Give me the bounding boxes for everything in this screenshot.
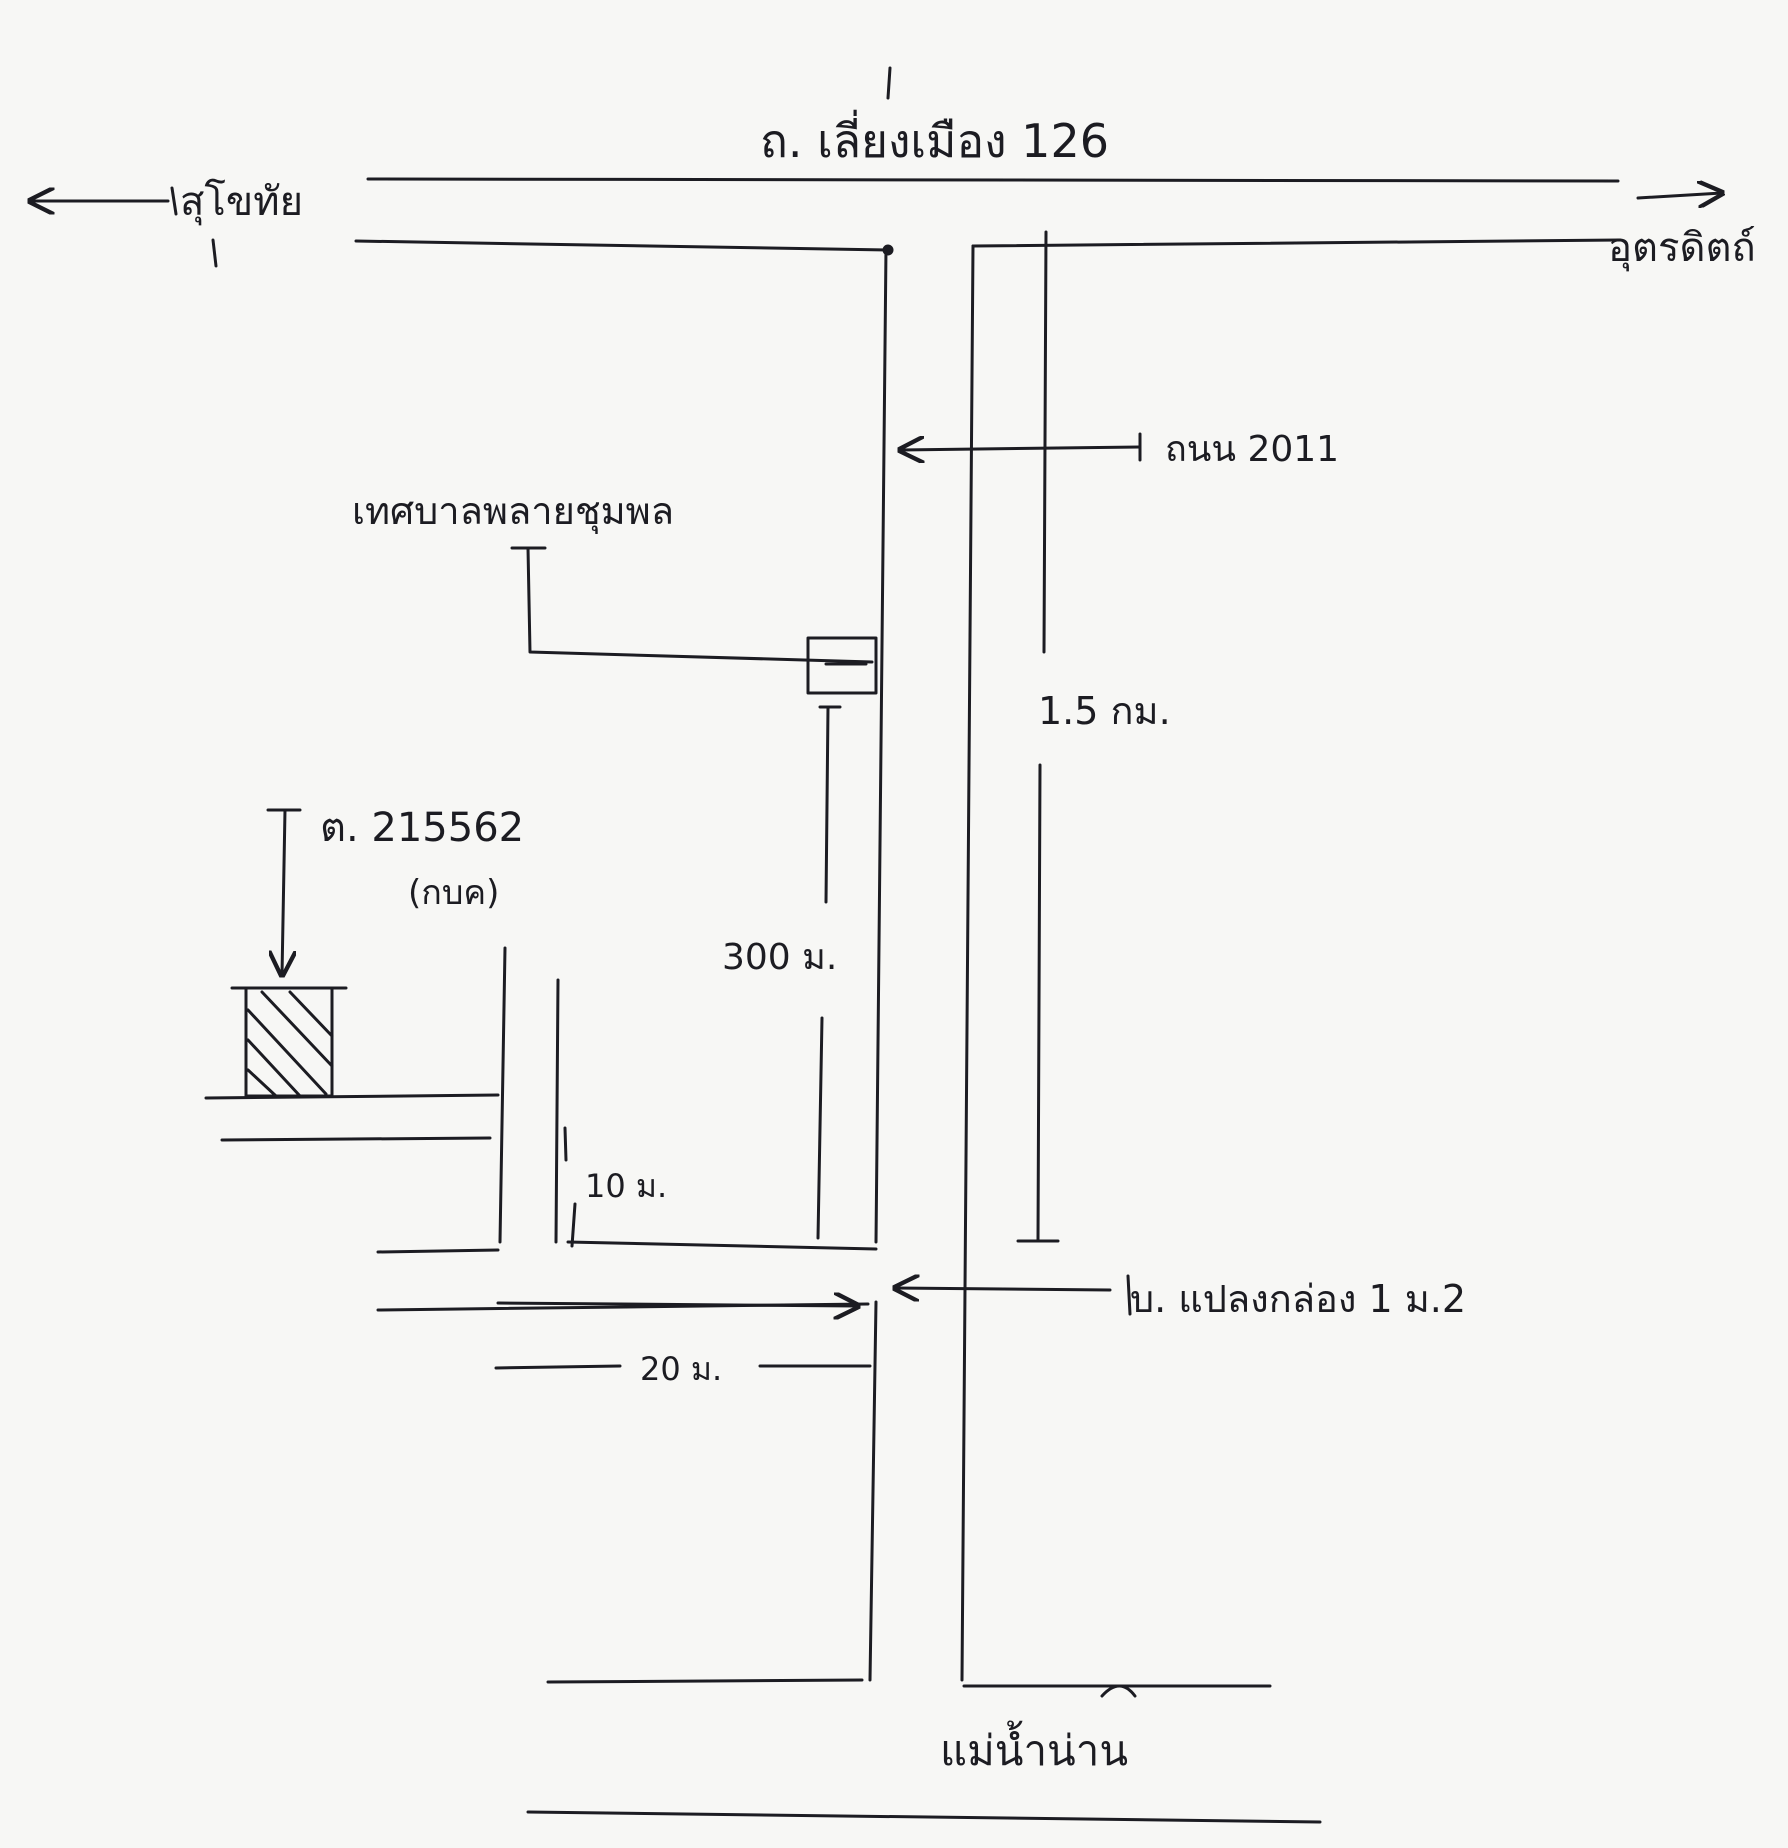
south-marker (1100, 1684, 1137, 1698)
dim-long-bottom (1036, 763, 1042, 1242)
station-hatch (246, 990, 334, 1098)
village-label: บ. แปลงกล่อง 1 ม.2 (1130, 1277, 1467, 1321)
station-code-label: ต. 215562 (320, 805, 525, 851)
south-baseline (526, 1810, 1322, 1824)
distance-300-label: 300 ม. (722, 937, 838, 978)
lane-south-west (220, 1136, 492, 1142)
village-tick (1126, 1274, 1132, 1316)
dim-10-ticks (563, 1126, 577, 1248)
lane-south-edge (376, 1248, 500, 1254)
south-road-west (546, 1678, 864, 1684)
station-pointer (282, 808, 285, 975)
dim-20-left (494, 1364, 622, 1370)
spur-west-edge (498, 946, 507, 1244)
highway-west-edge (874, 246, 888, 1244)
highway-label-arrow (900, 447, 1142, 450)
east-arrow (1636, 193, 1722, 198)
district-office-label: เทศบาลพลายชุมพล (352, 489, 675, 533)
main-road-south-edge-east (971, 238, 1622, 248)
highway-label: ถนน 2011 (1165, 429, 1340, 470)
south-destination-label: แม่น้ำน่าน (940, 1726, 1129, 1775)
station-code-sub-label: (กบค) (408, 873, 500, 913)
dim-long-top (1042, 230, 1048, 654)
main-road-north-edge (366, 177, 1620, 183)
office-pointer (526, 546, 874, 664)
west-label-stroke (211, 238, 218, 268)
main-road-south-edge-west (354, 239, 890, 252)
highway-west-edge-south (868, 1300, 878, 1682)
highway-east-edge (960, 244, 975, 1682)
spur-east-edge (554, 978, 560, 1244)
dim-300-bottom (816, 1016, 824, 1240)
distance-20-label: 20 ม. (640, 1350, 723, 1388)
junction-dot (882, 244, 894, 256)
village-pointer (895, 1288, 1112, 1290)
distance-10-label: 10 ม. (585, 1167, 668, 1205)
dim-300-top (824, 705, 830, 904)
west-destination-label: สุโขทัย (180, 179, 304, 225)
village-lane-arrow (496, 1303, 858, 1306)
lane-north-edge (566, 1240, 878, 1251)
distance-long-label: 1.5 กม. (1038, 689, 1171, 733)
east-destination-label: อุตรดิตถ์ (1608, 225, 1756, 271)
office-box (806, 636, 878, 695)
top-road-label: ถ. เลี่ยงเมือง 126 (760, 114, 1109, 168)
top-road-label-stroke (886, 66, 892, 100)
west-arrow-tick (170, 186, 178, 216)
